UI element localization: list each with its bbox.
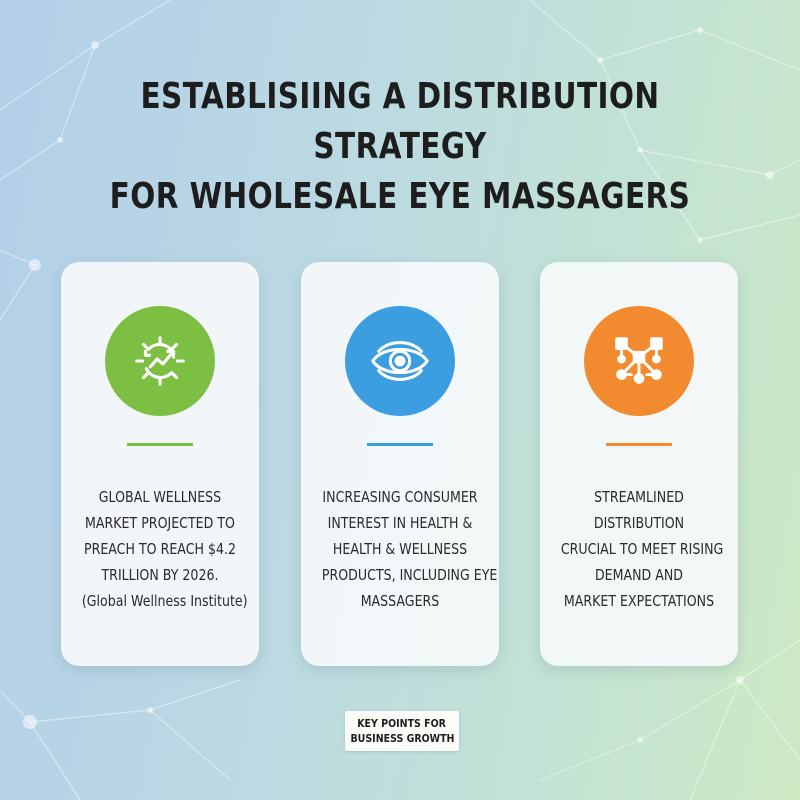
card-text-line: TRILLION BY 2026. [101, 566, 219, 584]
card-text-line: MARKET PROJECTED TO [85, 514, 235, 532]
card-text-line: PREACH TO REACH $4.2 [83, 540, 237, 558]
card-divider [367, 443, 433, 446]
card-text-line: DEMAND AND [594, 566, 684, 584]
card-text-line: (Global Wellness Institute) [81, 592, 248, 610]
card-text-line: GLOBAL WELLNESS [98, 488, 222, 506]
title-line-2: FOR WHOLESALE EYE MASSAGERS [109, 176, 691, 217]
card-divider [606, 443, 672, 446]
key-points-badge: KEY POINTS FOR BUSINESS GROWTH [345, 711, 459, 751]
page-title: ESTABLISIING A DISTRIBUTION STRATEGY FOR… [72, 72, 728, 222]
network-nodes-icon [584, 306, 694, 416]
card-text: INCREASING CONSUMER INTEREST IN HEALTH &… [307, 484, 498, 614]
eye-icon [345, 306, 455, 416]
card-text-line: HEALTH & WELLNESS [332, 540, 468, 558]
card-text-line: MARKET EXPECTATIONS [563, 592, 715, 610]
card-divider [127, 443, 193, 446]
badge-line-2: BUSINESS GROWTH [349, 732, 455, 745]
card-text-line: CRUCIAL TO MEET RISING [560, 540, 724, 558]
card-text-line: INCREASING CONSUMER [322, 488, 478, 506]
card-text: GLOBAL WELLNESS MARKET PROJECTED TO PREA… [67, 484, 253, 614]
card-text-line: PRODUCTS, INCLUDING EYE [321, 566, 498, 584]
badge-line-1: KEY POINTS FOR [357, 717, 447, 730]
card-wellness-market: GLOBAL WELLNESS MARKET PROJECTED TO PREA… [61, 262, 259, 666]
card-text-line: INTEREST IN HEALTH & [327, 514, 473, 532]
card-text-line: MASSAGERS [360, 592, 440, 610]
card-text-line: DISTRIBUTION [593, 514, 685, 532]
card-streamlined-distribution: STREAMLINED DISTRIBUTION CRUCIAL TO MEET… [540, 262, 738, 666]
card-text: STREAMLINED DISTRIBUTION CRUCIAL TO MEET… [546, 484, 732, 614]
card-text-line: STREAMLINED [594, 488, 684, 506]
card-consumer-interest: INCREASING CONSUMER INTEREST IN HEALTH &… [301, 262, 499, 666]
gear-arrows-icon [105, 306, 215, 416]
title-line-1: ESTABLISIING A DISTRIBUTION STRATEGY [140, 76, 660, 167]
